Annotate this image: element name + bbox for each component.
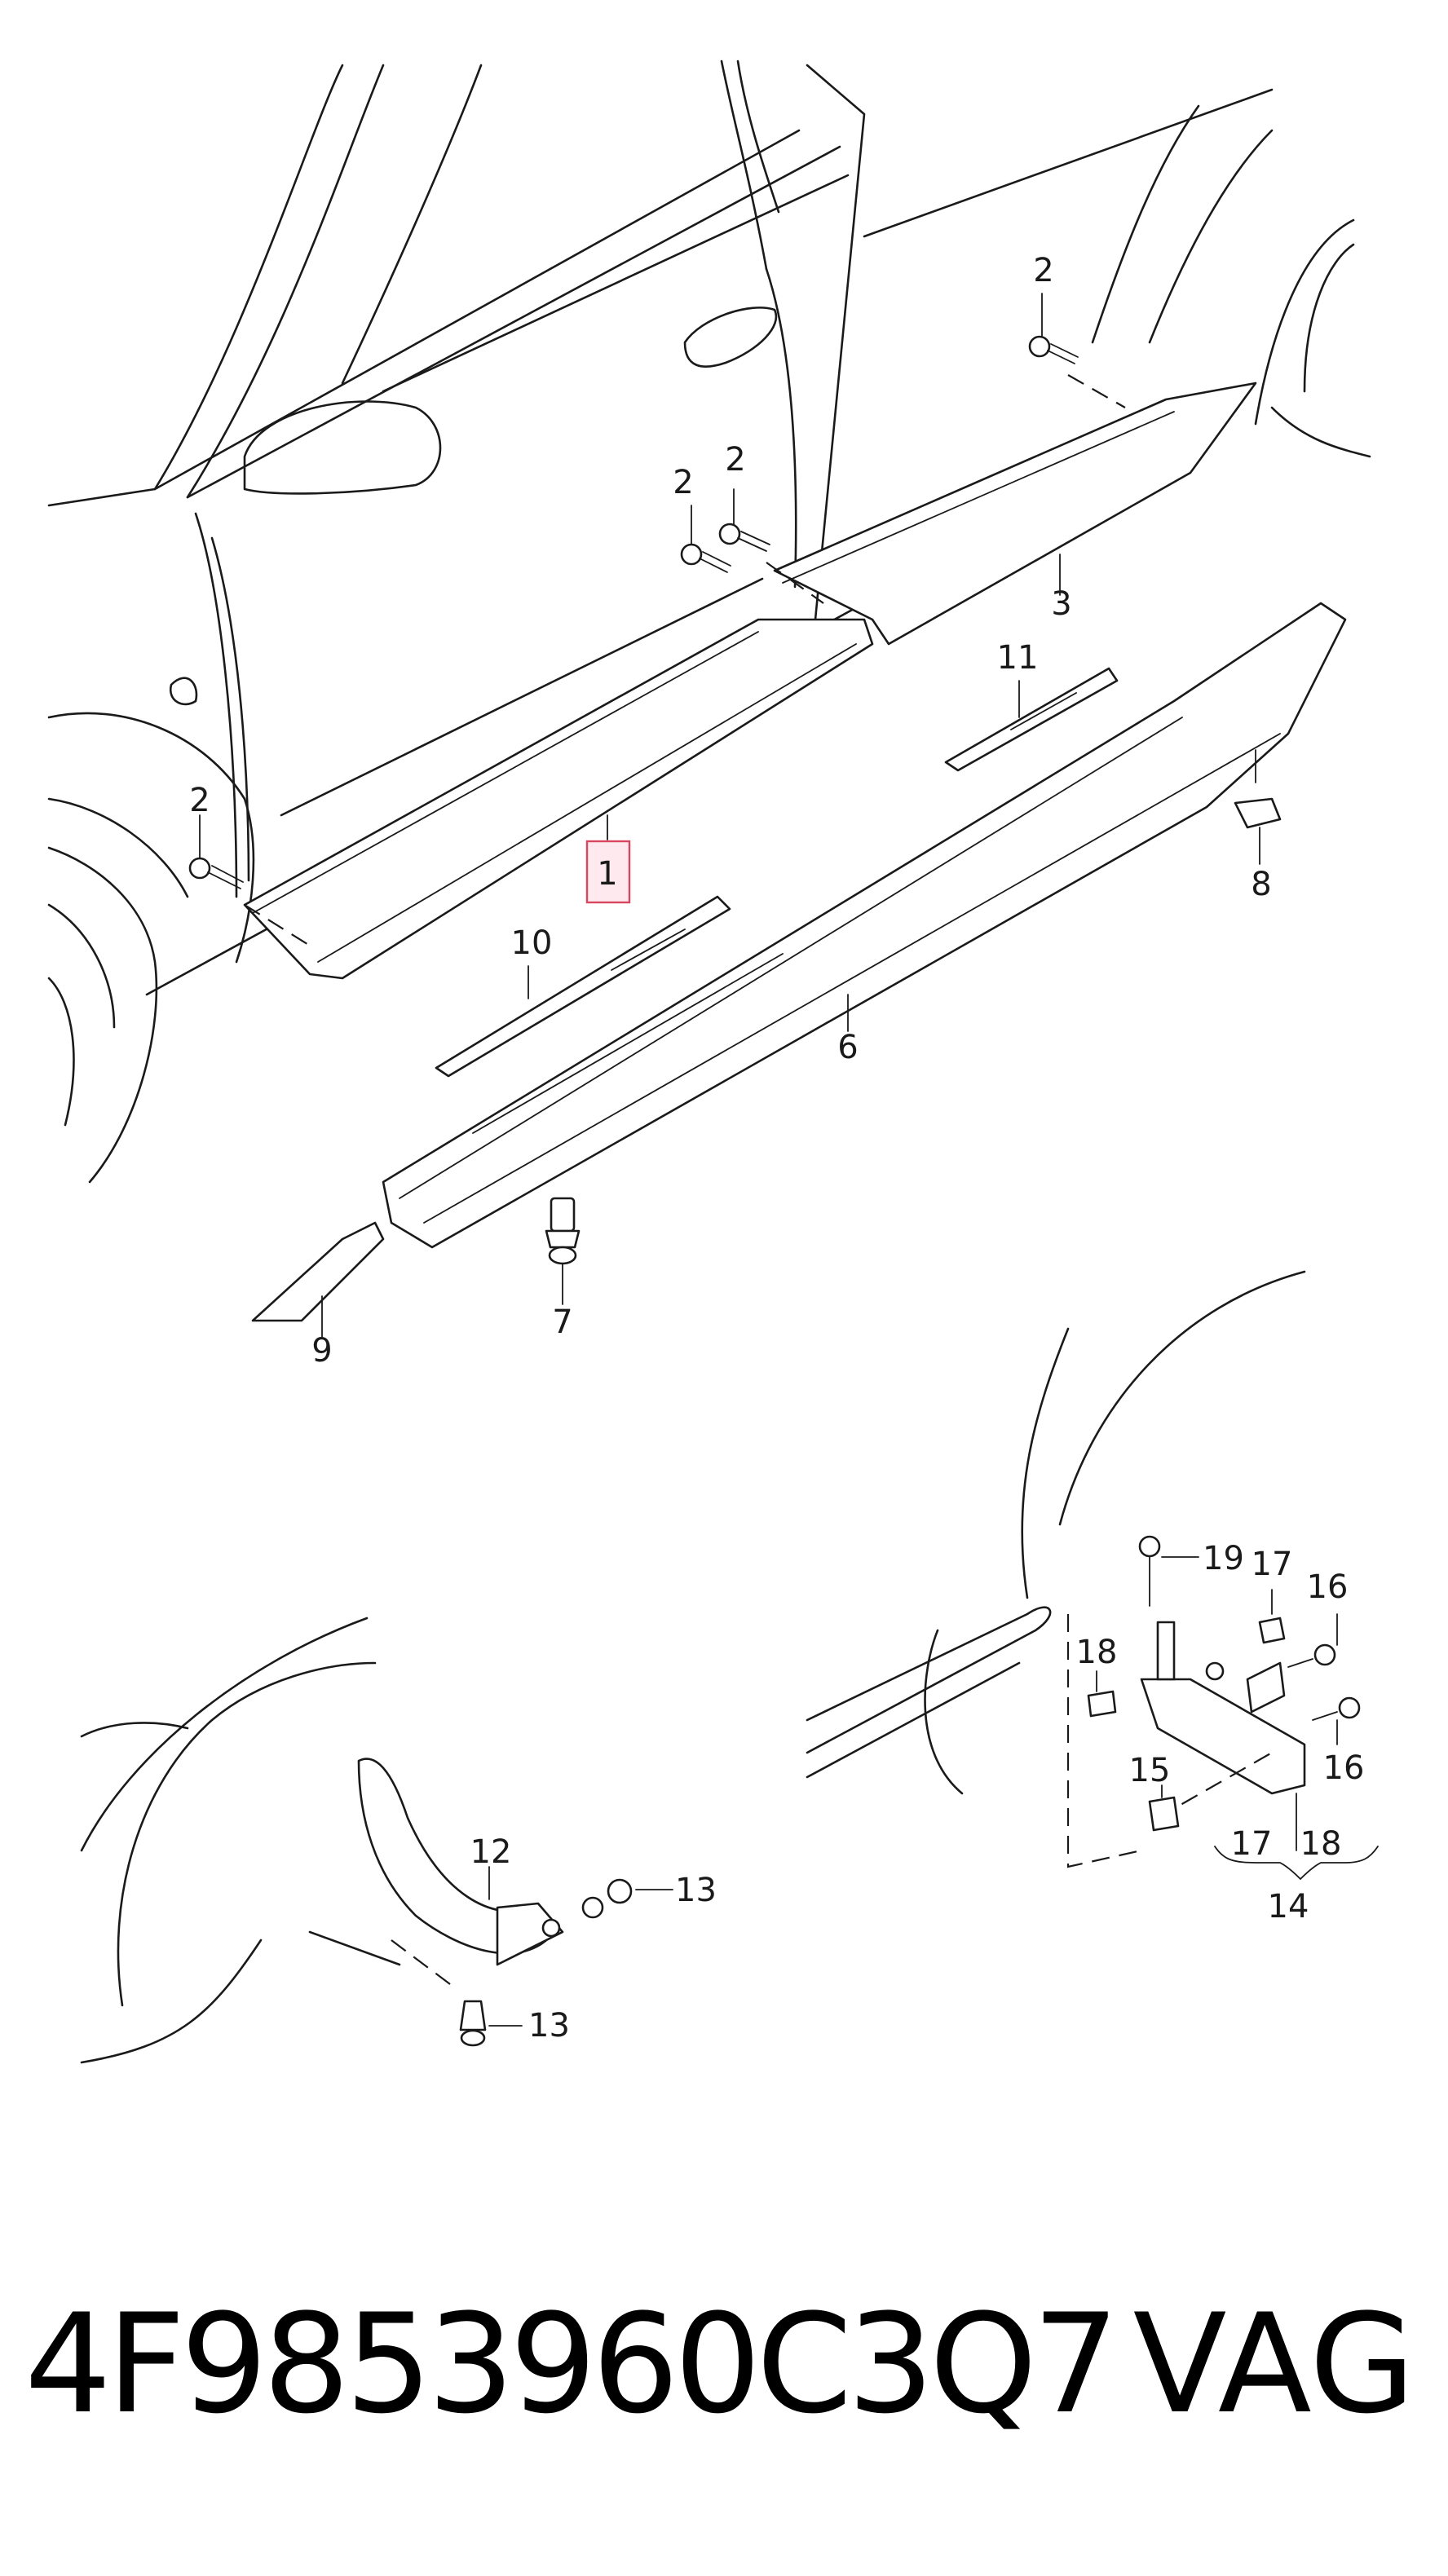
part-9-end-cap	[251, 1221, 385, 1322]
leader-lines-upper	[321, 554, 1256, 1338]
label-part-13-upper[interactable]: 13	[675, 1872, 717, 1909]
label-part-2-mid-right[interactable]: 2	[725, 441, 745, 479]
label-part-18-upper[interactable]: 18	[1076, 1634, 1118, 1671]
label-part-6[interactable]: 6	[837, 1029, 858, 1066]
label-part-2-rear[interactable]: 2	[1033, 252, 1053, 289]
part-11-trim-strip	[944, 667, 1119, 772]
part-10-trim-strip	[435, 895, 731, 1078]
label-part-12[interactable]: 12	[470, 1833, 512, 1871]
mud-flap-assembly-right	[806, 1270, 1379, 1881]
wheel-arch-assembly-left	[80, 1617, 673, 2064]
label-part-16-upper[interactable]: 16	[1307, 1568, 1349, 1606]
label-part-3[interactable]: 3	[1051, 585, 1071, 623]
label-part-17-upper[interactable]: 17	[1252, 1546, 1293, 1583]
label-part-2-front[interactable]: 2	[189, 782, 210, 819]
brand-text: VAG	[1132, 2284, 1415, 2444]
part-2-screws	[188, 293, 1079, 889]
label-part-11[interactable]: 11	[997, 639, 1039, 677]
label-part-16-lower[interactable]: 16	[1323, 1749, 1365, 1787]
label-part-13-lower[interactable]: 13	[528, 2007, 570, 2044]
highlight-box-part-1	[585, 840, 631, 904]
label-part-14[interactable]: 14	[1268, 1888, 1309, 1925]
label-part-8[interactable]: 8	[1251, 866, 1271, 903]
part-number-text: 4F9853960C3Q7	[24, 2284, 1119, 2444]
label-part-7[interactable]: 7	[552, 1303, 572, 1341]
part-7-clip	[545, 1197, 581, 1305]
part-6-sill-panel	[382, 602, 1347, 1249]
label-part-18-lower[interactable]: 18	[1300, 1825, 1342, 1863]
label-part-19[interactable]: 19	[1203, 1540, 1244, 1577]
label-part-17-lower[interactable]: 17	[1231, 1825, 1273, 1863]
part-labels: 1 2 2 2 2 3 6 7 8 9 10 11 12 13 13 14 15…	[189, 252, 1364, 2044]
part-8-clip	[1234, 797, 1282, 865]
label-part-1[interactable]: 1	[597, 855, 617, 893]
part-1-door-trim	[243, 618, 874, 980]
label-part-10[interactable]: 10	[511, 924, 553, 962]
label-part-15[interactable]: 15	[1129, 1752, 1171, 1789]
label-part-2-mid-left[interactable]: 2	[673, 464, 693, 501]
part-3-rear-door-trim	[766, 374, 1257, 646]
label-part-9[interactable]: 9	[311, 1332, 332, 1370]
